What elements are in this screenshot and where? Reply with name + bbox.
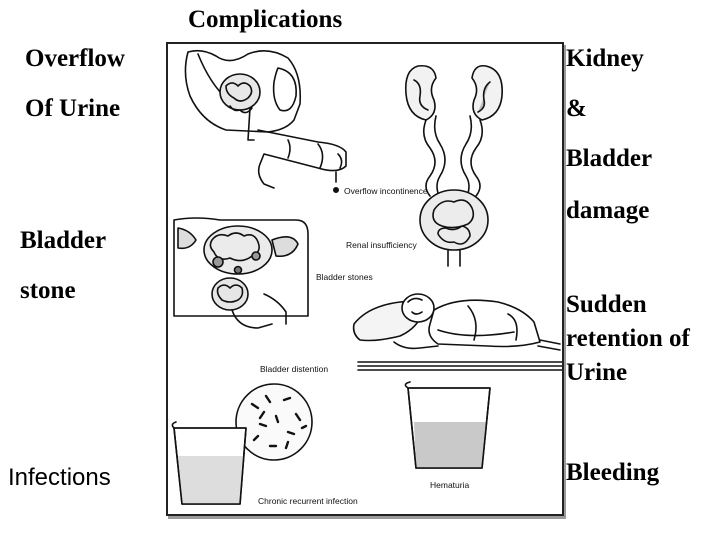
kidney-drawing <box>404 64 503 267</box>
illustration-svg: Overflow incontinence Renal insufficienc… <box>171 49 562 506</box>
complications-illustration: Overflow incontinence Renal insufficienc… <box>166 42 564 516</box>
label-retention-line3: Urine <box>566 359 628 386</box>
overflow-drawing <box>184 49 347 194</box>
label-infections: Infections <box>8 464 111 491</box>
hematuria-drawing <box>404 381 491 469</box>
caption-overflow: Overflow incontinence <box>344 186 428 196</box>
caption-distention: Bladder distention <box>260 364 328 374</box>
page-title: Complications <box>188 6 343 33</box>
label-kidney-line3: Bladder <box>566 145 653 172</box>
caption-renal: Renal insufficiency <box>346 240 417 250</box>
label-overflow-line2: Of Urine <box>25 95 121 122</box>
label-retention-line2: retention of <box>566 325 690 352</box>
infection-drawing <box>171 383 313 505</box>
label-overflow-line1: Overflow <box>25 45 125 72</box>
label-kidney-line2: & <box>566 95 587 122</box>
caption-hematuria: Hematuria <box>430 480 469 490</box>
label-bladder-stone-line2: stone <box>20 277 76 304</box>
label-kidney-line1: Kidney <box>566 45 644 72</box>
bladder-stones-drawing <box>173 217 309 329</box>
lying-man-drawing <box>352 293 562 371</box>
label-kidney-line4: damage <box>566 197 650 224</box>
label-bleeding: Bleeding <box>566 459 660 486</box>
label-retention-line1: Sudden <box>566 291 647 318</box>
label-bladder-stone-line1: Bladder <box>20 227 107 254</box>
caption-stones: Bladder stones <box>316 272 373 282</box>
caption-infection: Chronic recurrent infection <box>258 496 358 506</box>
